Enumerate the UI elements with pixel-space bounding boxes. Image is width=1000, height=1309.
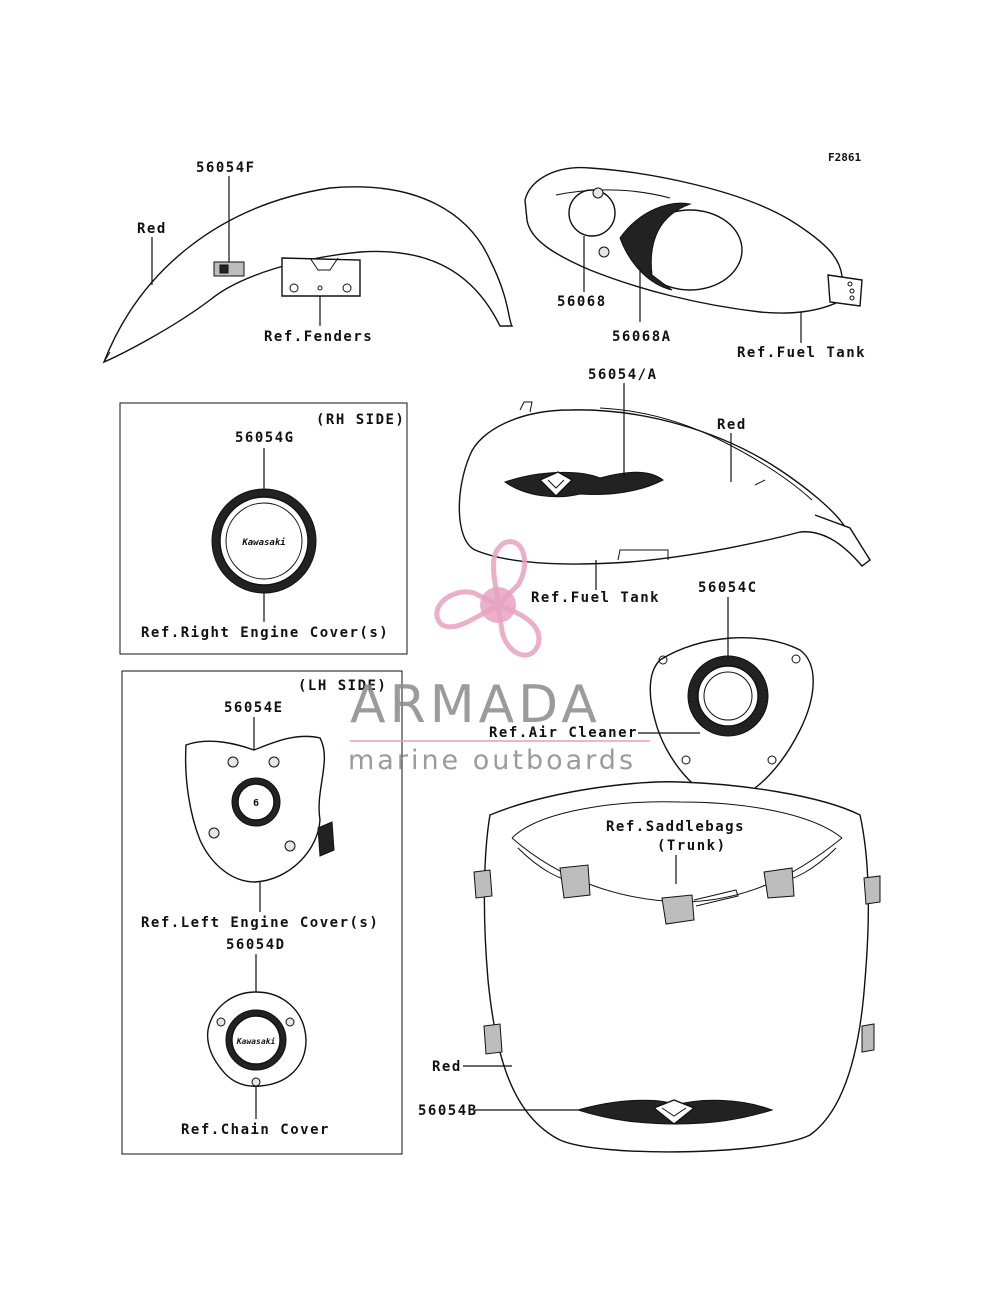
label-56068A: 56068A	[612, 329, 672, 345]
label-56054A: 56054/A	[588, 367, 658, 383]
label-ref-fenders: Ref.Fenders	[264, 329, 373, 345]
label-trunk: (Trunk)	[657, 838, 727, 854]
tank-cap-56068	[568, 189, 616, 237]
fender-decal-56054F	[213, 261, 245, 277]
emblem-text-d: Kawasaki	[236, 1036, 276, 1046]
emblem-text-g: Kawasaki	[241, 537, 285, 548]
air-cleaner-drawing	[649, 637, 814, 801]
chain-cover-drawing: Kawasaki	[206, 991, 307, 1087]
watermark-subtitle: marine outboards	[348, 745, 637, 776]
figure-code: F2861	[828, 151, 861, 164]
label-ref-air-cleaner: Ref.Air Cleaner	[489, 725, 638, 741]
right-engine-cover-drawing: Kawasaki	[211, 488, 317, 594]
label-56054F: 56054F	[196, 160, 256, 176]
label-56054E: 56054E	[224, 700, 284, 716]
label-ref-fuel-tank-mid: Ref.Fuel Tank	[531, 590, 660, 606]
label-ref-left-engine: Ref.Left Engine Cover(s)	[141, 915, 379, 931]
rh-side-box	[119, 402, 408, 655]
left-engine-cover-drawing: 6	[184, 735, 335, 883]
label-56068: 56068	[557, 294, 607, 310]
fuel-tank-side-drawing	[458, 401, 871, 567]
fender-drawing	[102, 186, 514, 364]
label-56054G: 56054G	[235, 430, 295, 446]
lh-side-box	[121, 670, 403, 1155]
armada-watermark: ARMADA marine outboards	[340, 535, 660, 785]
propeller-logo-icon	[434, 539, 542, 658]
label-red-tank: Red	[717, 417, 747, 433]
watermark-title: ARMADA	[350, 675, 601, 735]
trunk-drawing	[473, 781, 881, 1153]
label-ref-saddlebags: Ref.Saddlebags	[606, 819, 745, 835]
label-56054D: 56054D	[226, 937, 286, 953]
label-lh-side: (LH SIDE)	[298, 678, 387, 694]
label-red-trunk: Red	[432, 1059, 462, 1075]
label-ref-fuel-tank-top: Ref.Fuel Tank	[737, 345, 866, 361]
label-56054B: 56054B	[418, 1103, 478, 1119]
label-rh-side: (RH SIDE)	[316, 412, 405, 428]
label-ref-right-engine: Ref.Right Engine Cover(s)	[141, 625, 389, 641]
watermark-divider	[350, 740, 650, 742]
label-56054C: 56054C	[698, 580, 758, 596]
fuel-tank-top-drawing	[524, 166, 863, 314]
label-red-fender: Red	[137, 221, 167, 237]
label-ref-chain-cover: Ref.Chain Cover	[181, 1122, 330, 1138]
svg-text:6: 6	[253, 798, 259, 809]
